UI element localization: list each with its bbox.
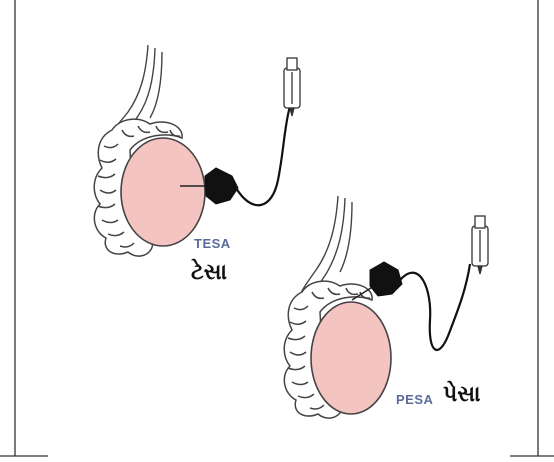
tesa-syringe (284, 58, 300, 116)
tesa-label-gujarati: ટેસા (191, 260, 227, 285)
pesa-syringe-hub (370, 262, 402, 296)
tesa-label: TESA (194, 236, 231, 251)
pesa-label: PESA (396, 392, 433, 407)
tesa-testis (121, 138, 205, 246)
tesa-tubing (236, 106, 290, 205)
tesa-syringe-hub (205, 168, 238, 204)
pesa-testis (311, 302, 391, 414)
pesa-syringe (472, 216, 488, 274)
pesa-label-gujarati: પેસા (443, 382, 481, 407)
tesa-illustration (94, 45, 300, 256)
pesa-tubing (400, 264, 470, 350)
